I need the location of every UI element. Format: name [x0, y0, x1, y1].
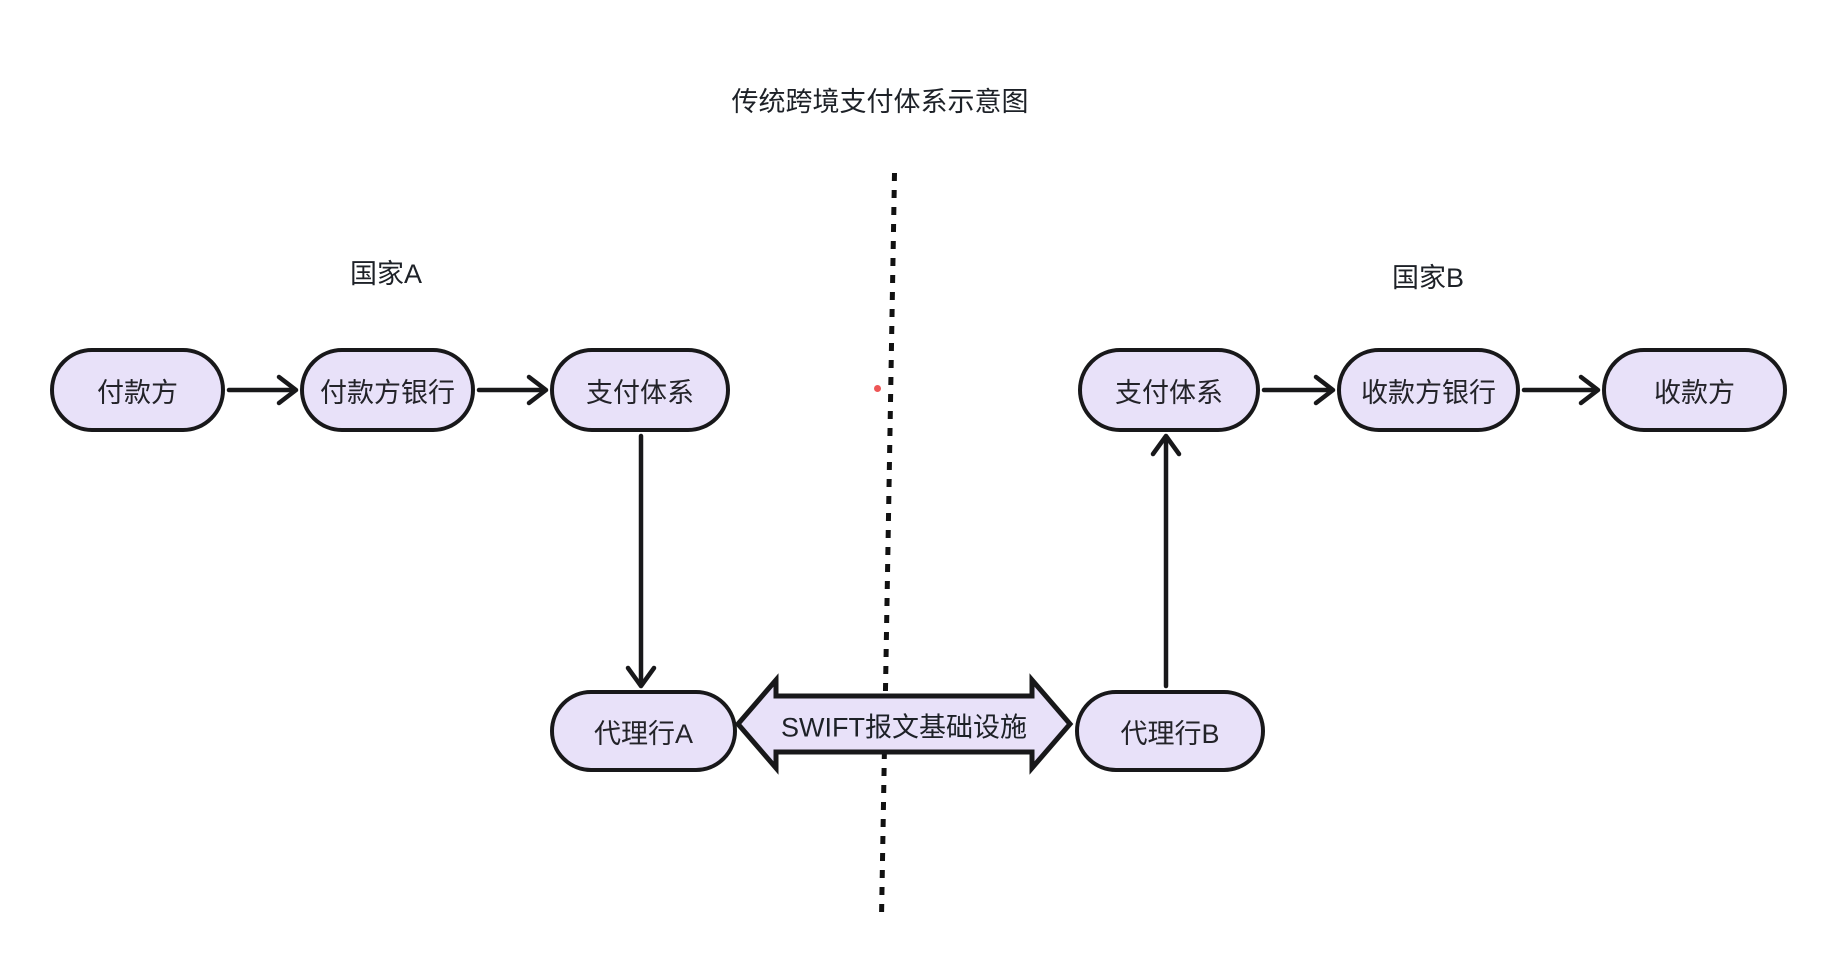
- red-dot-marker: [874, 385, 881, 392]
- node-correspondent-bank-b: 代理行B: [1075, 690, 1265, 772]
- node-payer-bank: 付款方银行: [300, 348, 475, 432]
- node-correspondent-bank-a-label: 代理行A: [593, 718, 693, 749]
- node-payer-bank-label: 付款方银行: [320, 377, 455, 408]
- node-payment-system-a-label: 支付体系: [586, 377, 694, 408]
- region-label-country-a: 国家A: [349, 259, 423, 289]
- node-payment-system-b: 支付体系: [1078, 348, 1260, 432]
- diagram-title: 传统跨境支付体系示意图: [731, 87, 1029, 117]
- swift-block-double-arrow: [734, 673, 1074, 775]
- arrow-payment-system-a-to-correspondent-bank-a: [625, 433, 657, 689]
- node-payee: 收款方: [1602, 348, 1787, 432]
- node-correspondent-bank-b-label: 代理行B: [1120, 718, 1220, 749]
- arrow-payment-system-b-to-payee-bank: [1261, 374, 1336, 406]
- node-payer-label: 付款方: [97, 377, 178, 408]
- arrow-payee-bank-to-payee: [1521, 374, 1601, 406]
- node-payee-label: 收款方: [1654, 377, 1735, 408]
- swift-connector-label: SWIFT报文基础设施: [781, 712, 1027, 743]
- node-payment-system-b-label: 支付体系: [1115, 377, 1223, 408]
- node-payment-system-a: 支付体系: [550, 348, 730, 432]
- arrow-correspondent-bank-b-to-payment-system-b: [1150, 433, 1182, 689]
- node-payer: 付款方: [50, 348, 225, 432]
- node-payee-bank: 收款方银行: [1337, 348, 1520, 432]
- node-correspondent-bank-a: 代理行A: [550, 690, 737, 772]
- arrow-payer-to-payer-bank: [226, 374, 299, 406]
- node-payee-bank-label: 收款方银行: [1361, 377, 1496, 408]
- region-label-country-b: 国家B: [1391, 263, 1465, 293]
- arrow-payer-bank-to-payment-system-a: [476, 374, 549, 406]
